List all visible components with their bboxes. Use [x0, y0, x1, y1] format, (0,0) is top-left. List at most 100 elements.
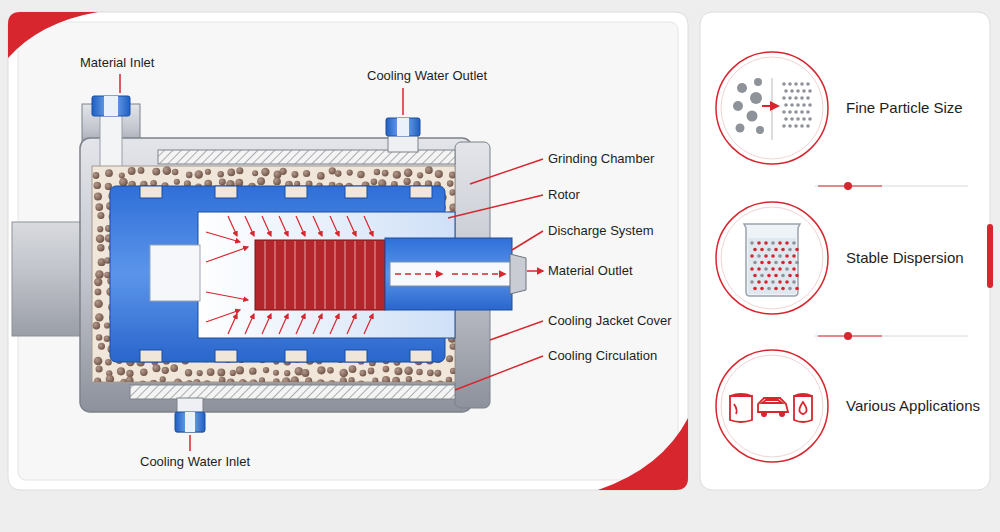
grinding-beads-part	[174, 379, 182, 382]
flow-arrows-part	[395, 273, 442, 275]
part-label: Material Inlet	[80, 55, 154, 71]
grinding-beads-part	[449, 172, 455, 179]
feature-icon-part	[799, 402, 806, 414]
feature-icon-part	[794, 110, 798, 114]
feature-icon-part	[764, 280, 768, 284]
leader-lines-part	[119, 74, 121, 93]
feature-icon-part	[790, 89, 794, 93]
grinding-beads-part	[303, 170, 310, 177]
feature-icon-part	[800, 96, 804, 100]
flow-arrows-part	[228, 314, 237, 334]
feature-icon-part	[771, 241, 775, 245]
feature-icon-part	[784, 117, 788, 121]
grinding-beads-part	[194, 170, 202, 178]
grinding-beads-part	[172, 169, 179, 176]
feature-item: Fine Particle Size	[712, 48, 984, 168]
feature-icon-part	[761, 411, 767, 417]
feature-icon-part	[747, 111, 758, 122]
grinding-beads-part	[95, 288, 102, 295]
screen-slots-part	[375, 241, 376, 309]
feature-title: Fine Particle Size	[846, 99, 963, 117]
feature-icon-part	[806, 110, 810, 114]
part-label: Material Outlet	[548, 263, 633, 279]
flow-arrows-part	[279, 216, 288, 236]
feature-icon-part	[753, 287, 757, 291]
grinding-beads-part	[335, 170, 342, 177]
feature-icon-part	[782, 96, 786, 100]
rotor-teeth-part	[345, 186, 367, 198]
feature-icon-part	[800, 110, 804, 114]
flow-arrows-part	[330, 216, 339, 236]
separator-screen-part	[255, 240, 385, 310]
feature-icon-part	[767, 274, 771, 278]
flow-arrows-part	[364, 314, 373, 334]
grinding-beads-part	[435, 170, 443, 178]
grinding-beads-part	[138, 167, 145, 174]
grinding-beads-part	[317, 366, 325, 374]
feature-icon-part	[796, 89, 800, 93]
grinding-beads-part	[94, 278, 102, 286]
feature-icon-part	[754, 78, 762, 86]
grinding-beads-part	[317, 172, 325, 180]
feature-icon-part	[753, 274, 757, 278]
feature-icon-part	[750, 254, 754, 258]
grinding-beads-part	[119, 178, 128, 187]
icon-circle	[712, 346, 832, 466]
grinding-beads-part	[106, 375, 115, 382]
flow-arrows-part	[330, 314, 339, 334]
grinding-beads-part	[284, 370, 290, 376]
rotor-teeth-part	[215, 350, 237, 362]
flow-arrows-part	[313, 216, 322, 236]
grinding-beads-part	[347, 169, 353, 175]
grinding-beads-part	[96, 334, 103, 341]
grinding-beads-part	[406, 376, 412, 382]
grinding-chamber-part	[92, 166, 455, 382]
grinding-beads-part	[259, 377, 265, 382]
feature-icon-part	[802, 103, 806, 107]
leader-lines-part	[402, 88, 404, 115]
feature-icon-part	[762, 400, 782, 403]
feature-icon-part	[771, 267, 775, 271]
right-card-part	[987, 224, 993, 288]
feature-title: Various Applications	[846, 397, 980, 415]
feature-icon-part	[760, 261, 764, 265]
grinding-beads-part	[434, 370, 441, 377]
feature-icon-part	[792, 280, 796, 284]
grinding-beads-part	[104, 335, 111, 342]
feature-icon-part	[802, 89, 806, 93]
grinding-beads-part	[261, 168, 269, 176]
feature-icon-part	[757, 267, 761, 271]
grinding-beads-part	[163, 166, 172, 175]
feature-icon-part	[730, 396, 752, 422]
grinding-beads-part	[97, 212, 104, 219]
grinding-beads-part	[95, 270, 104, 279]
rotor-teeth-part	[410, 186, 432, 198]
feature-icon-part	[792, 267, 796, 271]
feature-icon-part	[782, 124, 786, 128]
feature-icon-part	[757, 241, 761, 245]
grinding-beads-part	[126, 370, 133, 377]
feature-icon-part	[764, 254, 768, 258]
screen-slots-part	[305, 241, 306, 309]
feature-icon-part	[802, 117, 806, 121]
discharge-system	[385, 238, 526, 310]
feature-icon	[730, 394, 812, 422]
feature-icon-part	[795, 248, 799, 252]
screen-slots-part	[355, 241, 356, 309]
feature-icon-part	[762, 105, 778, 107]
feature-icon-part	[782, 82, 786, 86]
screen-slots	[265, 241, 375, 309]
grinding-beads-part	[392, 377, 400, 382]
grinding-beads-part	[292, 171, 299, 178]
icon-circle-part	[721, 57, 823, 159]
icon-circle-part	[716, 52, 828, 164]
grinding-beads-part	[339, 369, 347, 377]
feature-icon-part	[784, 89, 788, 93]
grinding-beads-part	[227, 169, 235, 177]
feature-icon-part	[774, 287, 778, 291]
feature-icon-part	[788, 274, 792, 278]
grinding-beads-part	[139, 380, 147, 382]
part-label: Cooling Water Outlet	[367, 68, 487, 84]
left-card-part	[8, 12, 98, 58]
grinding-beads-part	[117, 367, 125, 375]
